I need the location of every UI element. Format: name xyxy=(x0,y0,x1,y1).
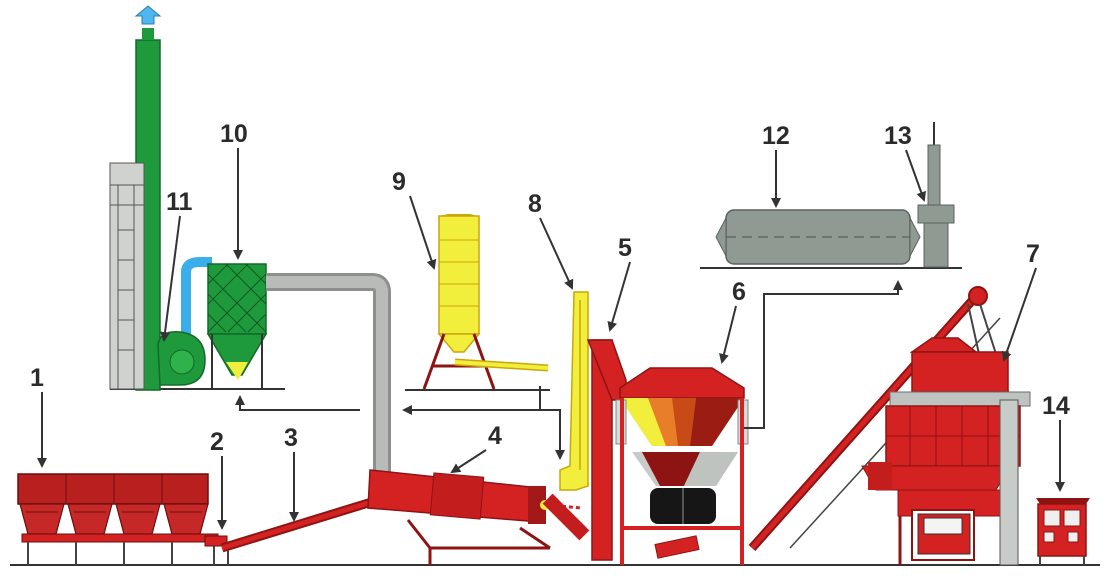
label-6: 6 xyxy=(732,278,746,306)
hot-elevator xyxy=(559,291,589,491)
label-4: 4 xyxy=(488,422,502,450)
chimney-arrow-icon xyxy=(134,5,162,40)
label-2: 2 xyxy=(210,428,224,456)
dryer-drum xyxy=(367,469,583,565)
dust-duct xyxy=(266,273,391,478)
label-leaders xyxy=(37,148,1065,530)
label-14: 14 xyxy=(1042,392,1070,420)
filler-silo xyxy=(422,214,549,390)
label-3: 3 xyxy=(284,424,298,452)
label-1: 1 xyxy=(30,364,44,392)
label-8: 8 xyxy=(528,190,542,218)
label-12: 12 xyxy=(762,122,790,150)
bitumen-tank xyxy=(715,209,921,265)
feed-conveyor xyxy=(204,495,380,565)
bucket-elevator xyxy=(542,339,627,561)
label-13: 13 xyxy=(884,122,912,150)
exhaust-fan xyxy=(157,257,212,386)
exhaust-chimney xyxy=(109,39,161,391)
label-10: 10 xyxy=(220,120,248,148)
mixing-tower xyxy=(615,367,749,565)
label-5: 5 xyxy=(618,234,632,262)
flow-lines xyxy=(235,280,903,460)
storage-silo xyxy=(861,337,1031,566)
number-labels: 1 2 3 4 5 6 7 8 9 10 11 12 13 14 xyxy=(30,120,1070,456)
label-9: 9 xyxy=(392,168,406,196)
label-7: 7 xyxy=(1026,240,1040,268)
label-11: 11 xyxy=(166,188,193,216)
control-cabin xyxy=(1036,498,1090,565)
bitumen-heater xyxy=(917,122,955,268)
bag-filter xyxy=(206,263,268,389)
cold-feed-bins xyxy=(17,473,219,565)
